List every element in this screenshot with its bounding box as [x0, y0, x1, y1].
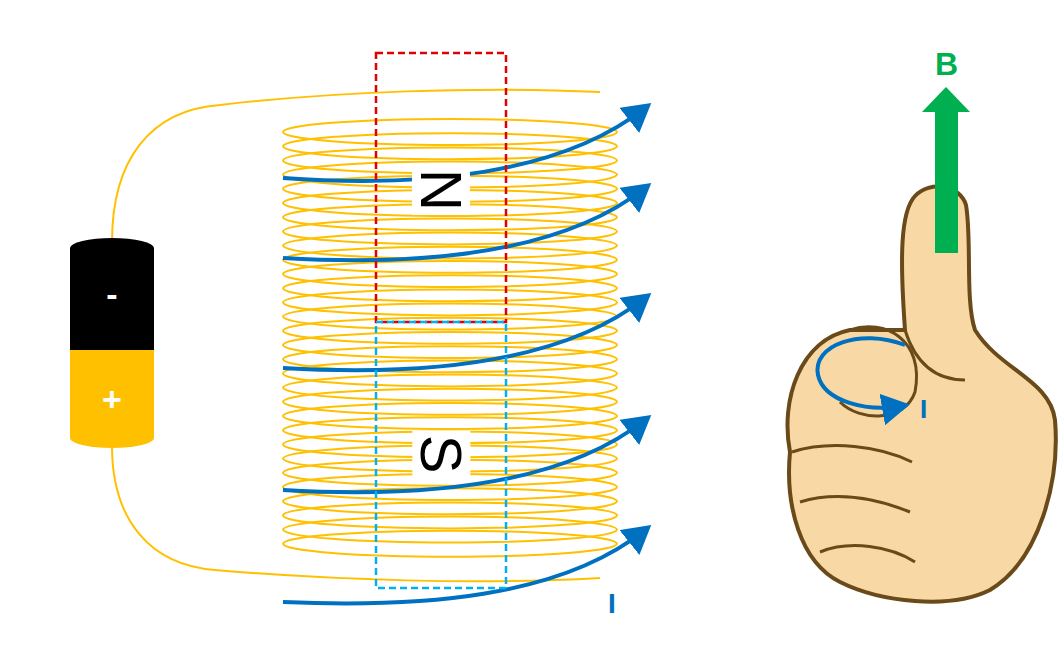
right-hand — [788, 186, 1056, 601]
pole-letter: N — [412, 165, 470, 215]
battery-positive: + — [70, 350, 154, 448]
south-pole-box: S — [377, 323, 505, 587]
battery-negative: - — [70, 238, 154, 350]
current-lines — [283, 108, 645, 603]
terminal-sign: + — [102, 382, 122, 416]
terminal-sign: - — [106, 277, 117, 311]
field-arrow — [922, 87, 970, 253]
current-label: I — [920, 396, 927, 422]
current-label: I — [608, 590, 616, 618]
south-box-outline — [376, 322, 506, 588]
north-pole-box: N — [377, 54, 505, 321]
field-label: B — [935, 48, 958, 80]
pole-letter: S — [412, 431, 470, 478]
north-box-outline — [376, 53, 506, 322]
